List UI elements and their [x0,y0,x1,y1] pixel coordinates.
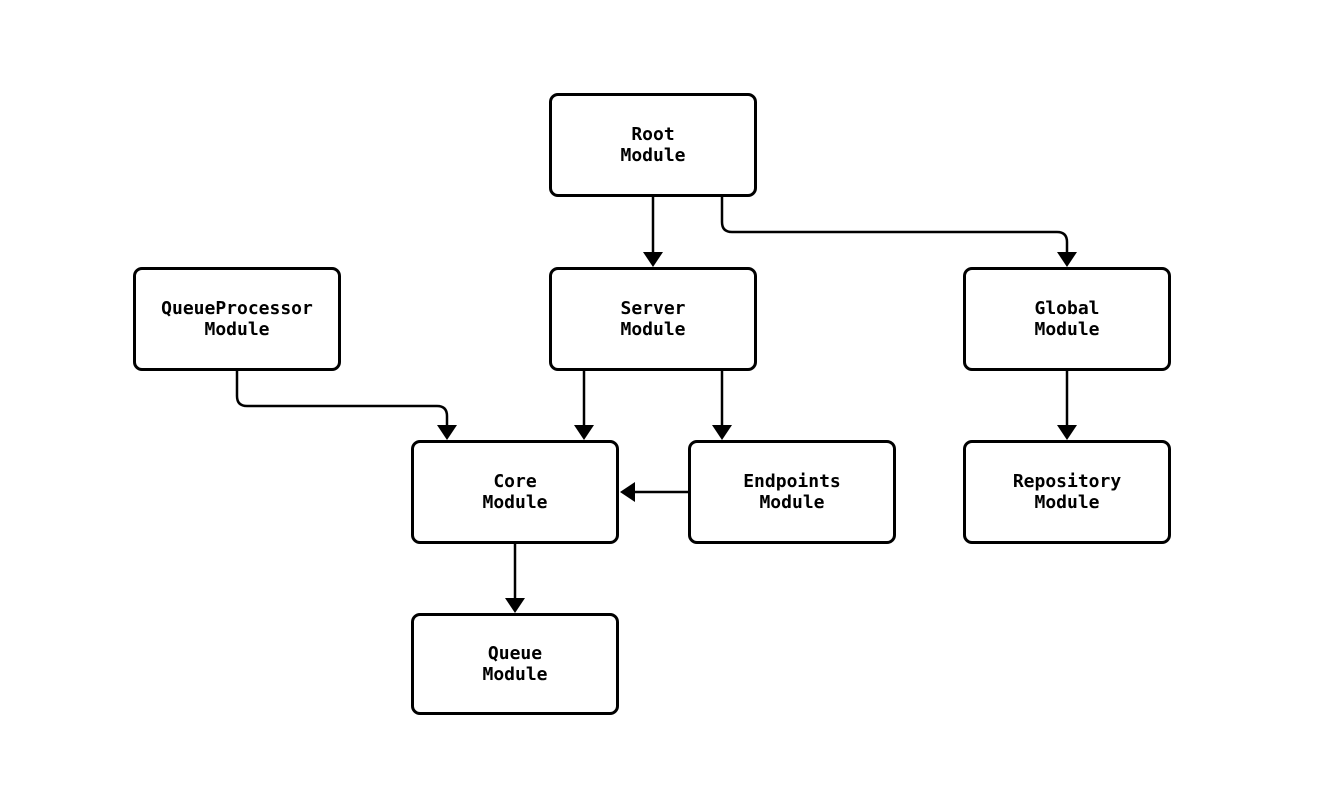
node-label-line: QueueProcessor [161,298,313,319]
node-queue-module: Queue Module [411,613,619,715]
node-global-module: Global Module [963,267,1171,371]
edge-server-to-endpoints [712,371,732,440]
edge-global-to-repository [1057,371,1077,440]
node-label-line: Module [482,664,548,685]
node-queueprocessor-module: QueueProcessor Module [133,267,341,371]
node-label: Queue Module [482,643,547,685]
node-label-line: Repository [1012,471,1122,492]
edge-endpoints-to-core [620,482,688,502]
node-label-line: Core [493,471,537,492]
node-label-line: Module [204,319,270,340]
edge-core-to-queue [505,544,525,613]
node-root-module: Root Module [549,93,757,197]
node-label: Core Module [482,471,547,513]
node-label-line: Module [620,145,686,166]
node-label-line: Module [482,492,548,513]
node-label-line: Module [620,319,686,340]
node-label-line: Root [631,124,675,145]
node-label: Global Module [1034,298,1099,340]
node-endpoints-module: Endpoints Module [688,440,896,544]
node-core-module: Core Module [411,440,619,544]
node-label-line: Endpoints [743,471,841,492]
node-label: QueueProcessor Module [161,298,313,340]
node-label-line: Module [1034,319,1100,340]
node-repository-module: Repository Module [963,440,1171,544]
node-label: Repository Module [1013,471,1121,513]
edge-server-to-core [574,371,594,440]
edge-root-to-server [643,197,663,267]
node-label: Root Module [620,124,685,166]
node-label-line: Queue [487,643,543,664]
node-label-line: Module [759,492,825,513]
node-label-line: Server [620,298,686,319]
node-label: Server Module [620,298,685,340]
node-label: Endpoints Module [743,471,841,513]
node-server-module: Server Module [549,267,757,371]
edge-queueprocessor-to-core [235,371,457,440]
node-label-line: Global [1034,298,1100,319]
node-label-line: Module [1034,492,1100,513]
edge-root-to-global [720,197,1077,267]
